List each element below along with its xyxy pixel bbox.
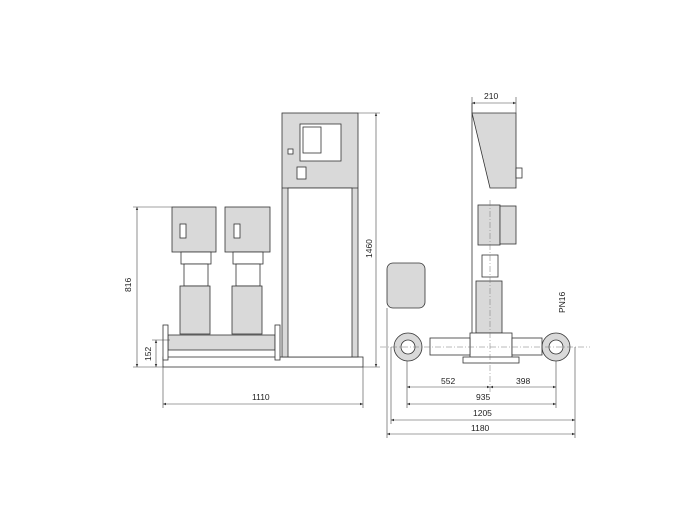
dim-816: 816 xyxy=(123,278,133,292)
pressure-tank xyxy=(386,262,426,309)
dim-1205: 1205 xyxy=(473,408,492,418)
pump-1 xyxy=(171,206,217,335)
motor-side xyxy=(477,204,501,246)
pump-2 xyxy=(224,206,271,335)
motor xyxy=(171,206,217,253)
cabinet-side xyxy=(471,112,517,189)
side-view: 210 552 398 935 1205 1180 PN16 xyxy=(380,91,590,438)
front-view: 816 152 1110 1460 xyxy=(123,112,380,408)
dim-1460: 1460 xyxy=(364,239,374,258)
dim-152: 152 xyxy=(143,347,153,361)
dim-1110: 1110 xyxy=(252,392,270,402)
dim-935: 935 xyxy=(476,392,490,402)
dim-552: 552 xyxy=(441,376,455,386)
pressure-rating-label: PN16 xyxy=(557,291,567,313)
dim-398: 398 xyxy=(516,376,530,386)
base-frame xyxy=(162,356,364,368)
control-cabinet xyxy=(281,112,359,358)
main-switch xyxy=(296,166,307,180)
dim-210: 210 xyxy=(484,91,498,101)
motor xyxy=(224,206,271,253)
manifold xyxy=(167,334,276,351)
dim-1180: 1180 xyxy=(471,423,490,433)
